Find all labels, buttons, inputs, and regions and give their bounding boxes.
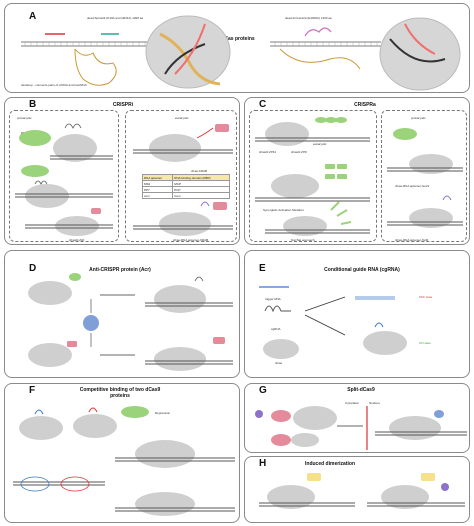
prokaryotic-label-c: prokaryotic — [411, 116, 426, 120]
off-state-label: OFF state — [419, 295, 433, 299]
panel-e-label: E — [259, 263, 266, 274]
panel-c-graphics — [255, 117, 463, 236]
panel-c: C CRISPRa eukaryotic prokaryotic dCas9-V… — [244, 97, 470, 245]
nucleus-label: Nucleus — [369, 401, 380, 405]
panel-b-graphics — [15, 123, 233, 236]
eukaryotic-box — [125, 110, 237, 242]
sam-label: Synergistic Activation Mediator — [263, 208, 304, 212]
dcas-label: dCas — [275, 361, 283, 365]
soxs-label: dCas-RNA aptamer-SoxS — [395, 184, 430, 188]
panel-e-graphics — [259, 286, 407, 359]
dcas9-vmrl-label: dCas9-vMrl — [69, 238, 85, 242]
panel-g: G Split-dCas9 Cytoplasm Nucleus HSP90 — [244, 383, 470, 453]
panel-b-title: CRISPRi — [112, 102, 134, 108]
panel-c-title: CRISPRa — [354, 102, 376, 108]
panel-h-title: Induced dimerization — [305, 461, 356, 467]
eukaryotic-label: eukaryotic — [175, 116, 189, 120]
panel-g-title: Split-dCas9 — [347, 387, 375, 393]
panel-h-graphics — [259, 473, 465, 509]
prokaryotic-box-c — [381, 110, 467, 242]
tetr-label: dCas-RNA aptamer-TetR — [395, 238, 429, 242]
aptamer-krab-label: dCas-RNA aptamer-KRAB — [173, 238, 209, 242]
repression-label: Repression — [155, 411, 171, 415]
cytoplasm-label: Cytoplasm — [345, 401, 360, 405]
panel-f-label: F — [29, 385, 36, 396]
tetraloop-label: tetraloop - connects parts of crRNA and … — [21, 83, 87, 87]
vpr-label: dCas9-VPR — [291, 150, 307, 154]
suntag-label: SunTag approach — [291, 238, 315, 242]
panel-h: H Induced dimerization — [244, 456, 470, 523]
spcas9-label: dead-SpCas9 (D10A and H841A) 1368 aa — [87, 16, 144, 20]
panel-a-title: dCas proteins — [221, 36, 255, 42]
panel-a-graphics — [21, 15, 461, 91]
panel-e: E Conditional guide RNA (cgRNA) trigger … — [244, 250, 470, 378]
cgrna-label: cgRNA — [271, 327, 281, 331]
panel-a-label: A — [29, 11, 37, 22]
panel-d-label: D — [29, 263, 37, 274]
panel-d-title: Anti-CRISPR protein (Acr) — [89, 267, 151, 273]
panel-d-graphics — [28, 273, 233, 371]
panel-f-title: Competitive binding of two dCas9 protein… — [79, 387, 161, 399]
panel-d: D Anti-CRISPR protein (Acr) Acr — [4, 250, 240, 378]
panel-h-label: H — [259, 458, 267, 469]
panel-g-graphics — [255, 406, 467, 450]
panel-c-label: C — [259, 99, 267, 110]
table-cell: Com — [172, 192, 230, 199]
panel-a: A dCas proteins dead-SpCas9 (D10A and H8… — [4, 3, 470, 93]
prokaryotic-label: prokaryotic — [17, 116, 32, 120]
vp64-label: dCas9-VP64 — [259, 150, 277, 154]
panel-f-graphics — [13, 406, 235, 516]
panel-e-title: Conditional guide RNA (cgRNA) — [324, 267, 400, 273]
eukaryotic-box-c — [249, 110, 377, 242]
krab-label: dCas-KRAB — [191, 169, 208, 173]
panel-f: F Competitive binding of two dCas9 prote… — [4, 383, 240, 523]
eukaryotic-label-c: eukaryotic — [313, 142, 327, 146]
prokaryotic-box — [9, 110, 119, 242]
panel-b: B CRISPRi prokaryotic eukaryotic promote… — [4, 97, 240, 245]
table-cell: com — [141, 192, 174, 199]
trigger-label: trigger RNA — [265, 297, 281, 301]
fncas12-label: dead-FnCas12a (E1006A) 1300 aa — [285, 16, 332, 20]
on-state-label: ON state — [419, 341, 431, 345]
panel-g-label: G — [259, 385, 267, 396]
panel-b-label: B — [29, 99, 37, 110]
